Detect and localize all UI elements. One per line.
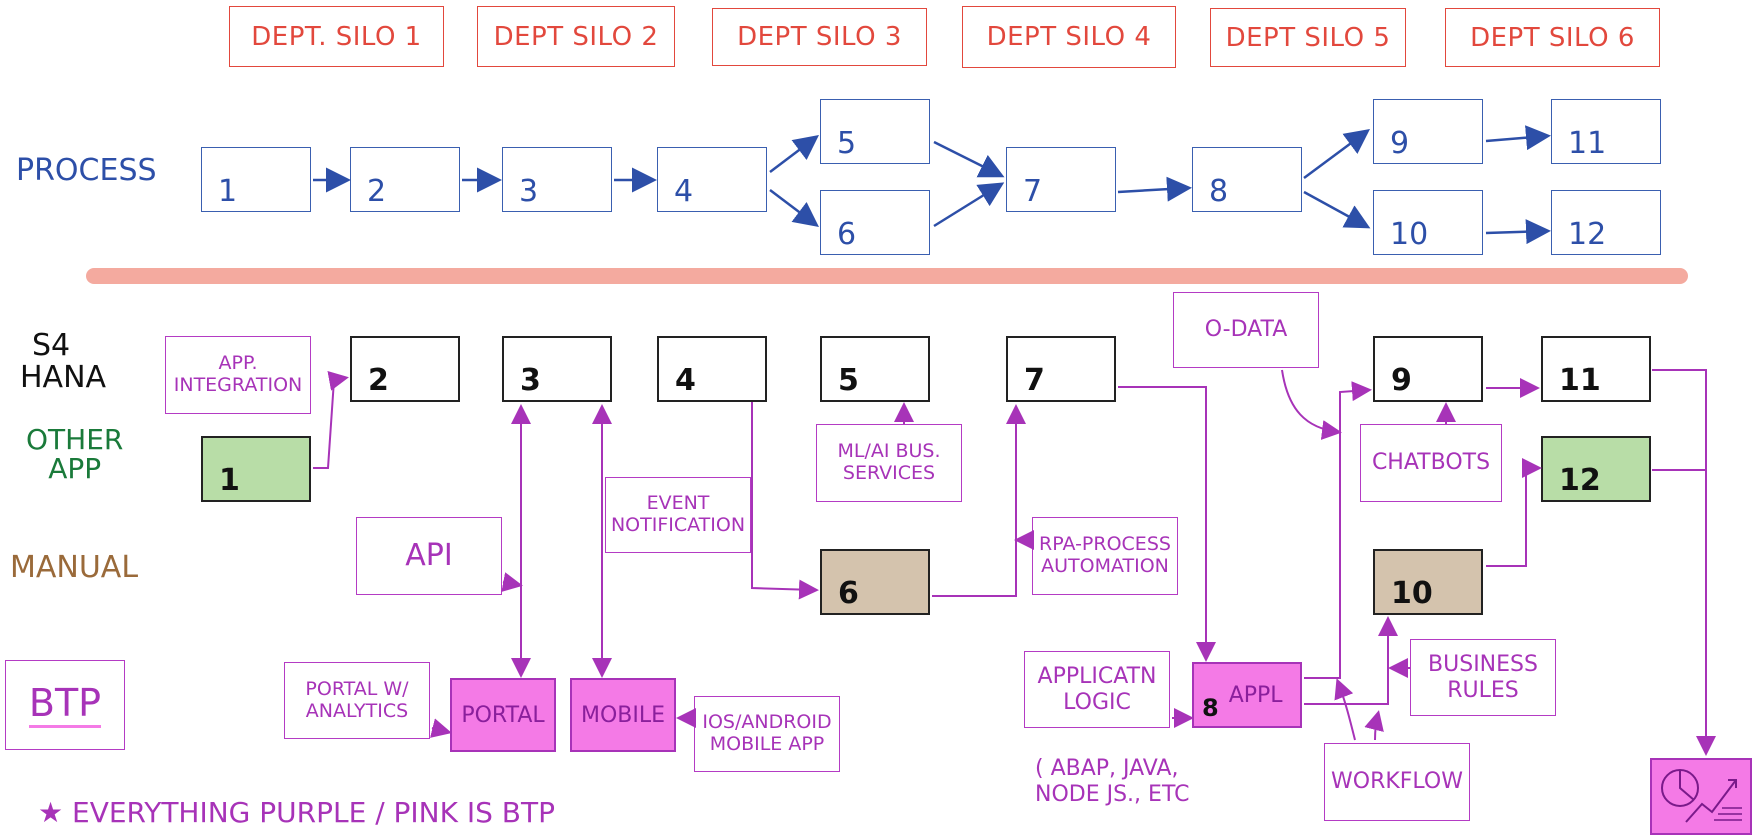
- process-step-5: 5: [820, 99, 930, 164]
- system-step-5: 5: [820, 336, 930, 402]
- wire-7-to-8: [1118, 386, 1216, 662]
- arrow-4-5: [769, 134, 819, 173]
- appl-label: APPL: [1228, 682, 1283, 708]
- event-notification-label: EVENT NOTIFICATION: [605, 477, 751, 553]
- app-integration-label: APP. INTEGRATION: [165, 336, 311, 414]
- analytics-chart-icon: [1650, 758, 1752, 835]
- dept-silo-3: DEPT SILO 3: [712, 8, 927, 66]
- row-label-other: OTHER: [26, 423, 124, 456]
- chatbots-label: CHATBOTS: [1360, 424, 1502, 502]
- row-label-s4: S4: [32, 328, 71, 363]
- languages-note: ( ABAP, JAVA, NODE JS., ETC: [1035, 756, 1189, 809]
- wire-api: [501, 572, 523, 592]
- row-label-app: APP: [48, 452, 102, 486]
- wire-8-to-10: [1304, 616, 1398, 705]
- dept-silo-1: DEPT. SILO 1: [229, 6, 444, 67]
- system-step-12: 12: [1541, 436, 1651, 502]
- system-step-1: 1: [201, 436, 311, 502]
- wire-portal-analytics: [430, 718, 452, 738]
- arrow-6-7: [933, 182, 1005, 228]
- wire-4-to-6: [751, 402, 819, 600]
- dept-silo-5: DEPT SILO 5: [1210, 8, 1406, 67]
- system-step-4: 4: [657, 336, 767, 402]
- languages-note-line1: ( ABAP, JAVA,: [1035, 756, 1179, 781]
- wire-workflow-2: [1364, 710, 1384, 741]
- process-step-4: 4: [657, 147, 767, 212]
- wire-1-to-2: [313, 371, 349, 469]
- row-label-manual: MANUAL: [10, 550, 139, 585]
- row-label-s4-hana: S4 HANA: [20, 330, 106, 393]
- process-step-1: 1: [201, 147, 311, 212]
- system-step-9: 9: [1373, 336, 1483, 402]
- portal-button[interactable]: PORTAL: [450, 678, 556, 752]
- row-label-hana: HANA: [20, 359, 107, 395]
- dept-silo-2: DEPT SILO 2: [477, 6, 675, 67]
- system-step-11: 11: [1541, 336, 1651, 402]
- footnote-text: EVERYTHING PURPLE / PINK IS BTP: [72, 796, 556, 829]
- row-label-btp: BTP: [5, 660, 125, 750]
- process-step-12: 12: [1551, 190, 1661, 255]
- system-step-8-number: 8: [1202, 694, 1219, 722]
- wire-6-to-7: [932, 404, 1026, 597]
- ios-android-label: IOS/ANDROID MOBILE APP: [694, 696, 840, 772]
- process-step-8: 8: [1192, 147, 1302, 212]
- process-step-3: 3: [502, 147, 612, 212]
- system-step-3: 3: [502, 336, 612, 402]
- process-step-11: 11: [1551, 99, 1661, 164]
- system-step-2: 2: [350, 336, 460, 402]
- wire-10-to-12: [1486, 458, 1542, 567]
- system-step-7: 7: [1006, 336, 1116, 402]
- dept-silo-6: DEPT SILO 6: [1445, 8, 1660, 67]
- process-step-10: 10: [1373, 190, 1483, 255]
- portal-analytics-label: PORTAL W/ ANALYTICS: [284, 662, 430, 739]
- wire-8-to-9: [1304, 381, 1372, 679]
- wire-workflow: [1334, 678, 1356, 741]
- arrow-5-7: [933, 140, 1005, 178]
- wire-odata: [1281, 369, 1342, 440]
- row-label-process: PROCESS: [16, 153, 157, 188]
- system-step-8-appl[interactable]: 8 APPL: [1192, 662, 1302, 728]
- arrow-10-12: [1485, 219, 1551, 245]
- process-step-7: 7: [1006, 147, 1116, 212]
- system-step-6: 6: [820, 549, 930, 615]
- business-rules-label: BUSINESS RULES: [1410, 639, 1556, 716]
- system-step-10: 10: [1373, 549, 1483, 615]
- mobile-button[interactable]: MOBILE: [570, 678, 676, 752]
- btp-label: BTP: [28, 681, 102, 729]
- footnote: ★ EVERYTHING PURPLE / PINK IS BTP: [38, 796, 555, 830]
- odata-label: O-DATA: [1173, 292, 1319, 368]
- arrow-7-8: [1117, 176, 1192, 202]
- dept-silo-4: DEPT SILO 4: [962, 6, 1176, 68]
- arrow-8-10: [1303, 190, 1371, 229]
- ml-ai-services-label: ML/AI BUS. SERVICES: [816, 424, 962, 502]
- languages-note-line2: NODE JS., ETC: [1035, 782, 1190, 808]
- analytics-chart-svg: [1661, 768, 1742, 823]
- arrow-8-9: [1303, 129, 1371, 180]
- process-step-9: 9: [1373, 99, 1483, 164]
- row-label-other-app: OTHER APP: [26, 425, 123, 484]
- api-label: API: [356, 517, 502, 595]
- arrow-9-11: [1485, 125, 1551, 151]
- divider: [86, 268, 1688, 284]
- arrow-4-6: [769, 189, 819, 228]
- application-logic-label: APPLICATN LOGIC: [1024, 651, 1170, 728]
- workflow-label: WORKFLOW: [1324, 743, 1470, 821]
- rpa-automation-label: RPA-PROCESS AUTOMATION: [1032, 517, 1178, 595]
- wire-11-to-analytics: [1652, 369, 1716, 756]
- process-step-6: 6: [820, 190, 930, 255]
- star-icon: ★: [38, 796, 73, 829]
